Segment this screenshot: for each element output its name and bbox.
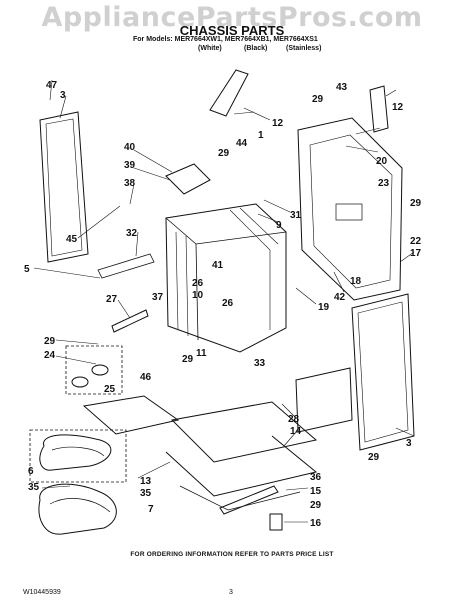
- callout: 13: [140, 476, 152, 487]
- callout: 12: [272, 118, 284, 129]
- callout: 42: [334, 292, 346, 303]
- hinge-receptacle: [111, 309, 149, 333]
- callout: 10: [192, 290, 204, 301]
- callout: 27: [106, 294, 118, 305]
- callout: 11: [196, 348, 207, 359]
- callout: 45: [66, 234, 78, 245]
- callout: 31: [290, 210, 302, 221]
- callout: 39: [124, 160, 136, 171]
- bearing-assembly-box: [65, 345, 123, 395]
- callout: 26: [222, 298, 234, 309]
- callout: 43: [336, 82, 348, 93]
- callout: 40: [124, 142, 136, 153]
- callout: 16: [310, 518, 322, 529]
- left-side-panel: [39, 111, 89, 263]
- callout: 28: [288, 414, 300, 425]
- callout: 33: [254, 358, 266, 369]
- callout: 1: [258, 130, 264, 141]
- leveling-leg: [269, 513, 283, 531]
- site-watermark: AppliancePartsPros.com: [41, 2, 423, 33]
- rear-shield: [295, 367, 353, 433]
- back-panel: [297, 117, 403, 301]
- callout: 17: [410, 248, 422, 259]
- page-title: CHASSIS PARTS: [179, 23, 285, 38]
- broiler-plate: [82, 395, 180, 435]
- callout: 41: [212, 260, 224, 271]
- callout: 6: [28, 466, 34, 477]
- callout: 29: [218, 148, 230, 159]
- callout: 47: [46, 80, 58, 91]
- callout: 14: [290, 426, 302, 437]
- callout: 38: [124, 178, 136, 189]
- callout: 3: [406, 438, 412, 449]
- callout: 18: [350, 276, 362, 287]
- document-number: W10445939: [23, 589, 61, 596]
- glide-rail: [219, 485, 279, 515]
- page-number: 3: [229, 589, 233, 596]
- callout: 26: [192, 278, 204, 289]
- callout: 29: [312, 94, 324, 105]
- callout: 29: [44, 336, 56, 347]
- finish-white: (White): [198, 45, 222, 52]
- top-bracket: [209, 69, 249, 117]
- finish-black: (Black): [244, 45, 268, 52]
- callout: 23: [378, 178, 390, 189]
- callout: 5: [24, 264, 30, 275]
- callout: 15: [310, 486, 322, 497]
- callout: 35: [28, 482, 40, 493]
- callout: 3: [60, 90, 66, 101]
- callout: 25: [104, 384, 116, 395]
- callout: 35: [140, 488, 152, 499]
- callout: 29: [182, 354, 194, 365]
- callout: 22: [410, 236, 422, 247]
- callout: 12: [392, 102, 404, 113]
- callout: 19: [318, 302, 330, 313]
- callout: 37: [152, 292, 164, 303]
- callout: 44: [236, 138, 248, 149]
- callout: 46: [140, 372, 152, 383]
- callout: 36: [310, 472, 322, 483]
- callout: 29: [368, 452, 380, 463]
- callout: 32: [126, 228, 138, 239]
- callout: 29: [410, 198, 422, 209]
- bake-element: [39, 434, 112, 471]
- finish-stainless: (Stainless): [286, 45, 322, 52]
- broil-element: [38, 483, 117, 535]
- callout: 24: [44, 350, 56, 361]
- vent-bracket: [369, 85, 389, 133]
- thermostat-bracket: [165, 163, 211, 195]
- model-numbers: For Models: MER7664XW1, MER7664XB1, MER7…: [133, 36, 318, 43]
- oven-cavity: [165, 203, 287, 353]
- callout: 7: [148, 504, 154, 515]
- ordering-note: FOR ORDERING INFORMATION REFER TO PARTS …: [130, 551, 334, 558]
- callout: 20: [376, 156, 388, 167]
- bottom-panel: [170, 401, 318, 463]
- callout: 29: [310, 500, 322, 511]
- callout: 9: [276, 220, 282, 231]
